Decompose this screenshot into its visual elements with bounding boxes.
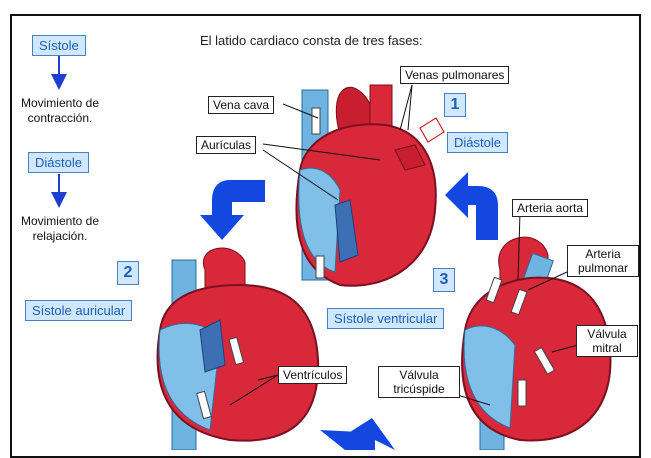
label-ventriculos: Ventrículos: [278, 366, 347, 384]
legend-systole-desc-1: Movimiento de: [14, 96, 106, 110]
phase-1-number: 1: [444, 93, 466, 117]
legend-systole-desc-2: contracción.: [14, 111, 106, 125]
label-valvula-tricuspide-line-2: tricúspide: [383, 382, 455, 396]
phase-3-number: 3: [433, 268, 455, 292]
cycle-arrow-top-left: [200, 180, 265, 240]
phase-2-name: Sístole auricular: [25, 300, 132, 321]
phase-3-name: Sístole ventricular: [327, 308, 444, 329]
label-arteria-aorta: Arteria aorta: [512, 199, 588, 217]
legend-systole-label: Sístole: [32, 35, 86, 56]
label-arteria-pulmonar-line-2: pulmonar: [572, 261, 634, 275]
cycle-arrow-top-right: [445, 172, 498, 240]
heart-diastole: [296, 85, 444, 286]
heart-atrial-systole: [158, 248, 319, 450]
cycle-arrow-bottom: [320, 418, 395, 450]
label-valvula-mitral-line-1: Válvula: [581, 327, 633, 341]
label-venas-pulmonares: Venas pulmonares: [400, 66, 509, 84]
legend-diastole-desc-1: Movimiento de: [14, 214, 106, 228]
label-arteria-pulmonar-line-1: Arteria: [572, 247, 634, 261]
diagram-title: El latido cardiaco consta de tres fases:: [200, 33, 423, 48]
label-valvula-tricuspide: Válvula tricúspide: [378, 366, 460, 398]
label-auriculas: Aurículas: [196, 136, 256, 154]
label-valvula-mitral: Válvula mitral: [576, 325, 638, 357]
phase-1-name: Diástole: [447, 132, 508, 153]
label-arteria-pulmonar: Arteria pulmonar: [567, 245, 639, 277]
phase-2-number: 2: [117, 261, 139, 285]
legend-diastole-label: Diástole: [28, 152, 89, 173]
label-vena-cava: Vena cava: [208, 96, 274, 114]
label-valvula-mitral-line-2: mitral: [581, 341, 633, 355]
legend-diastole-desc-2: relajación.: [14, 229, 106, 243]
label-valvula-tricuspide-line-1: Válvula: [383, 368, 455, 382]
